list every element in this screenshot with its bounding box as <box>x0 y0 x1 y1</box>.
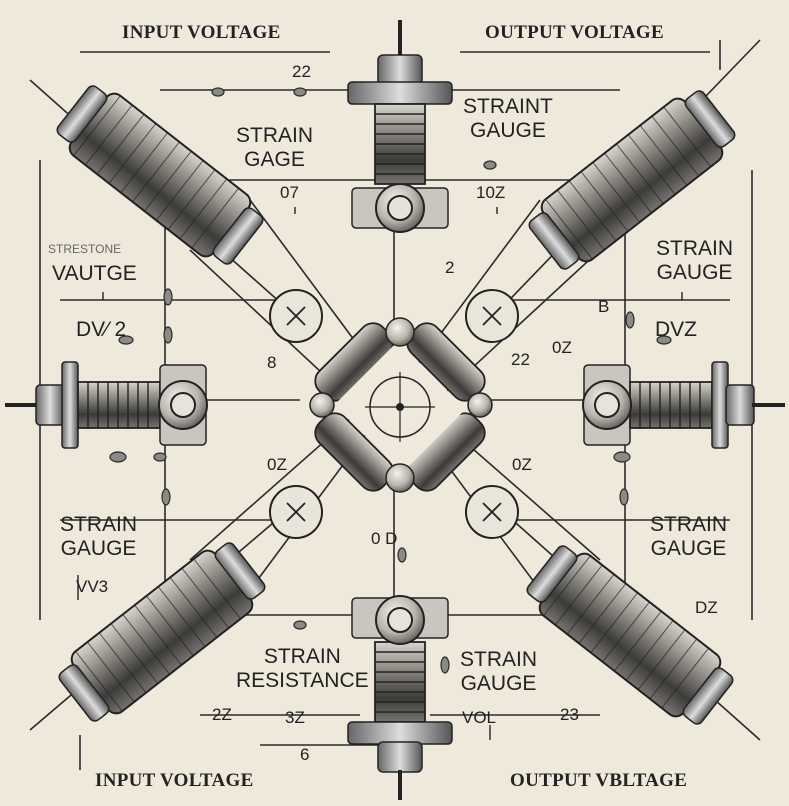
value-3z: 3Z <box>285 708 305 727</box>
label-strain-gauge-left-lower: STRAIN GAUGE <box>60 513 138 561</box>
terminal-knobs <box>158 183 632 645</box>
value-6: 6 <box>300 745 310 764</box>
resistor-beads <box>109 87 672 674</box>
meter-crosses <box>286 306 502 522</box>
label-strain-gauge-bottom-center: STRAIN GAUGE <box>460 648 538 696</box>
center-coil-diamond <box>309 317 493 493</box>
title-input-voltage-bottom: INPUT VOLTAGE <box>95 770 254 791</box>
value-2z: 2Z <box>212 705 232 724</box>
title-input-voltage-top: INPUT VOLTAGE <box>122 22 281 43</box>
label-strain-gauge-upper-center: STRAINT GAUGE <box>463 95 553 143</box>
coil-lower-right <box>526 545 734 725</box>
label-strain-gauge-right-lower: STRAIN GAUGE <box>650 513 728 561</box>
value-0-d: 0 D <box>371 529 398 548</box>
value-07: 07 <box>280 183 299 202</box>
arrow-marks <box>77 207 683 740</box>
value-0z-right: 0Z <box>552 338 572 357</box>
value-22-mid: 22 <box>511 350 530 369</box>
value-b-right: B <box>598 297 610 316</box>
coil-upper-right <box>528 90 736 270</box>
title-output-voltage-bottom: OUTPUT VBLTAGE <box>510 770 688 791</box>
label-vautge: VAUTGE <box>52 262 137 285</box>
label-strain-gauge-right-upper: STRAIN GAUGE <box>656 237 734 285</box>
label-strain-resistance: STRAIN RESISTANCE <box>236 645 369 693</box>
title-output-voltage-top: OUTPUT VOLTAGE <box>485 22 664 43</box>
value-dv2: DV⁄ 2 <box>76 318 127 341</box>
label-strestone-faint: STRESTONE <box>48 242 122 256</box>
value-22-top: 22 <box>292 62 311 81</box>
coil-upper-left <box>56 85 264 265</box>
value-0z-lower: 0Z <box>512 455 532 474</box>
value-23: 23 <box>560 705 579 724</box>
value-8-left: 8 <box>267 353 277 372</box>
coil-lower-left <box>58 542 266 722</box>
value-vv3: VV3 <box>76 577 109 596</box>
value-0z-left: 0Z <box>267 455 287 474</box>
value-10z: 10Z <box>476 183 506 202</box>
value-vol: VOL <box>462 708 497 727</box>
label-strain-gage-upper-left: STRAIN GAGE <box>236 124 314 172</box>
value-dvz: DVZ <box>655 318 697 341</box>
value-dz: DZ <box>695 598 718 617</box>
value-2: 2 <box>445 258 455 277</box>
